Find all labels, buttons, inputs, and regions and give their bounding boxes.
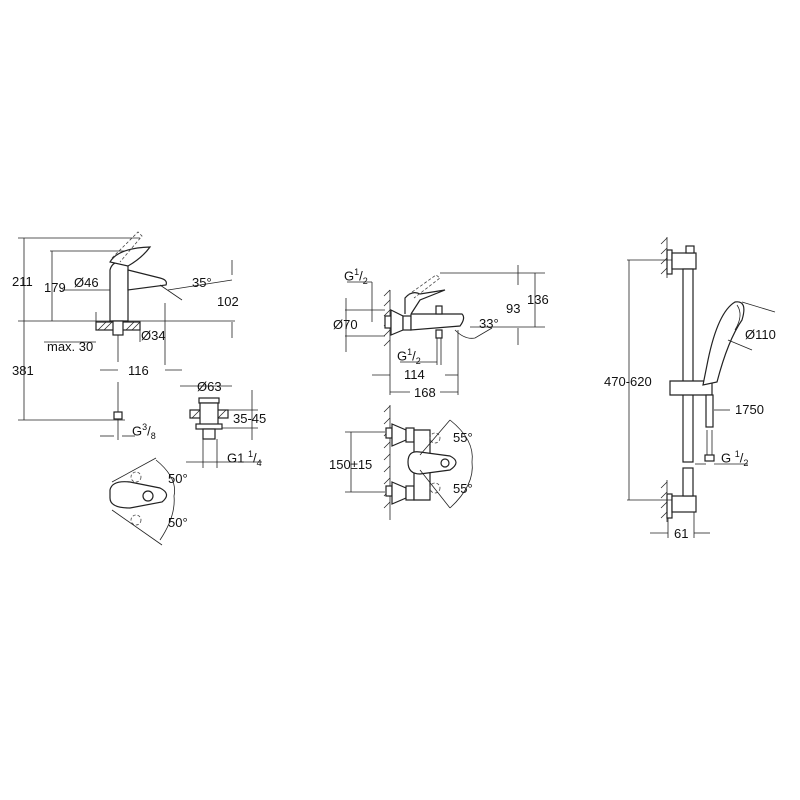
basin-mixer-top-view: [109, 457, 175, 546]
dim-waste-thread: G1 1/4: [227, 449, 262, 468]
dim-bath-height-93: 93: [506, 301, 521, 316]
dim-bath-escutcheon-diameter: Ø70: [333, 317, 358, 332]
dim-bath-inlet-thread: G1/2: [344, 267, 368, 286]
dim-shower-rail-range: 470-620: [604, 374, 652, 389]
dim-basin-height-total: 211: [12, 274, 33, 289]
dim-waste-thickness: 35-45: [233, 411, 267, 426]
dim-basin-hose-length: 381: [12, 363, 34, 378]
pop-up-waste: [180, 385, 262, 468]
dim-shower-hose-thread: G 1/2: [721, 449, 749, 468]
dim-waste-diameter: Ø63: [197, 379, 222, 394]
shower-rail-set: [627, 237, 776, 538]
dim-bath-projection-168: 168: [414, 385, 436, 400]
dim-bath-handle-angle-bottom: 55°: [453, 481, 473, 496]
dim-basin-hose-thread: G3/8: [132, 422, 156, 441]
dim-basin-handle-angle-top: 50°: [168, 471, 188, 486]
dim-basin-counter-thickness: max. 30: [47, 339, 94, 354]
dim-bath-spout-angle: 33°: [479, 316, 499, 331]
dim-basin-spout-height: 102: [217, 294, 239, 309]
dim-shower-head-diameter: Ø110: [745, 327, 776, 342]
bath-mixer-side-view: [345, 265, 545, 395]
dim-bath-handle-angle-top: 55°: [453, 430, 473, 445]
basin-mixer-side-view: [18, 231, 235, 440]
dim-bath-projection-114: 114: [404, 367, 425, 382]
dim-bath-outlet-thread: G1/2: [397, 347, 421, 366]
dim-basin-shank-diameter: Ø34: [141, 328, 166, 343]
dim-basin-body-diameter: Ø46: [74, 275, 99, 290]
dim-shower-hose-length: 1750: [735, 402, 764, 417]
dim-basin-spout-projection: 116: [128, 363, 149, 378]
dim-shower-wall-distance: 61: [674, 526, 689, 541]
dim-bath-centres: 150±15: [329, 457, 373, 472]
dim-basin-spout-angle: 35°: [192, 275, 212, 290]
bath-mixer-front-view: [345, 405, 473, 520]
dim-basin-handle-angle-bottom: 50°: [168, 515, 188, 530]
dim-basin-height-spout: 179: [44, 280, 66, 295]
dim-bath-height-136: 136: [527, 292, 549, 307]
